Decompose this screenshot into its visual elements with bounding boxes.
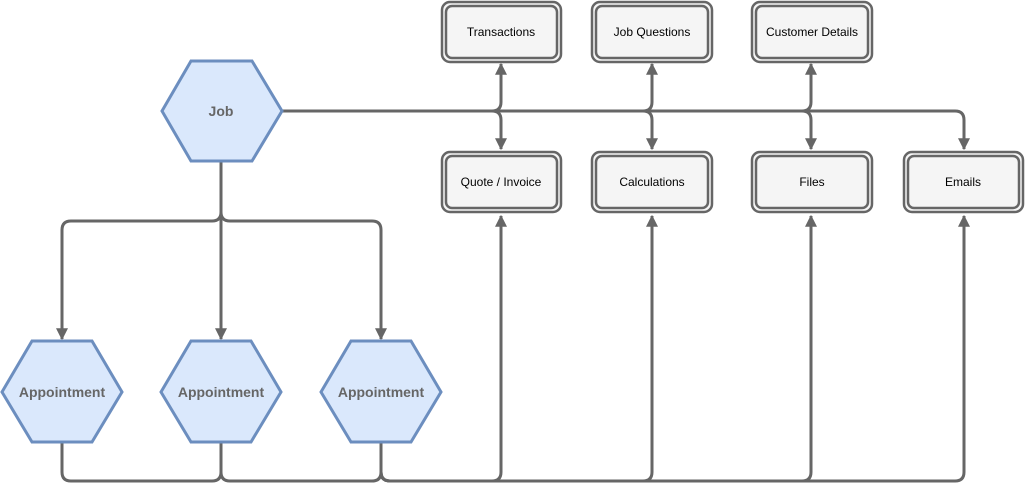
appointment-node-1[interactable]: Appointment (0, 339, 124, 444)
job-label: Job (209, 103, 234, 119)
edge-job-customer-details (282, 62, 817, 113)
edge-job-emails (282, 109, 970, 151)
appointment-label-2: Appointment (178, 384, 265, 400)
files-label: Files (799, 175, 824, 189)
job-questions-label: Job Questions (614, 25, 691, 39)
job-questions-node[interactable]: Job Questions (590, 0, 714, 64)
edge-appointment-1-bus (60, 442, 223, 483)
quote-invoice-label: Quote / Invoice (461, 175, 542, 189)
customer-details-node[interactable]: Customer Details (750, 0, 874, 64)
transactions-node[interactable]: Transactions (440, 0, 563, 64)
appointment-node-3[interactable]: Appointment (319, 339, 443, 444)
edge-appointment-2-bus (219, 442, 383, 483)
job-node[interactable]: Job (160, 59, 284, 163)
calculations-node[interactable]: Calculations (590, 150, 714, 214)
customer-details-label: Customer Details (766, 25, 858, 39)
edge-appointments-emails (379, 214, 970, 483)
edges (56, 62, 970, 483)
edge-job-transactions (282, 62, 507, 113)
edge-appointments-calculations (379, 214, 658, 483)
files-node[interactable]: Files (750, 150, 874, 214)
emails-label: Emails (945, 175, 981, 189)
appointment-label-1: Appointment (19, 384, 106, 400)
edge-job-appointment-3 (219, 162, 387, 341)
emails-node[interactable]: Emails (902, 150, 1025, 214)
edge-job-calculations (282, 109, 658, 151)
edge-appointments-files (379, 214, 817, 483)
quote-invoice-node[interactable]: Quote / Invoice (440, 150, 563, 214)
calculations-label: Calculations (619, 175, 684, 189)
edge-job-job-questions (282, 62, 658, 113)
edge-job-files (282, 109, 817, 151)
edge-job-quote-invoice (282, 109, 507, 151)
appointment-label-3: Appointment (338, 384, 425, 400)
appointment-node-2[interactable]: Appointment (159, 339, 283, 444)
edge-job-appointment-1 (56, 162, 223, 341)
transactions-label: Transactions (467, 25, 535, 39)
